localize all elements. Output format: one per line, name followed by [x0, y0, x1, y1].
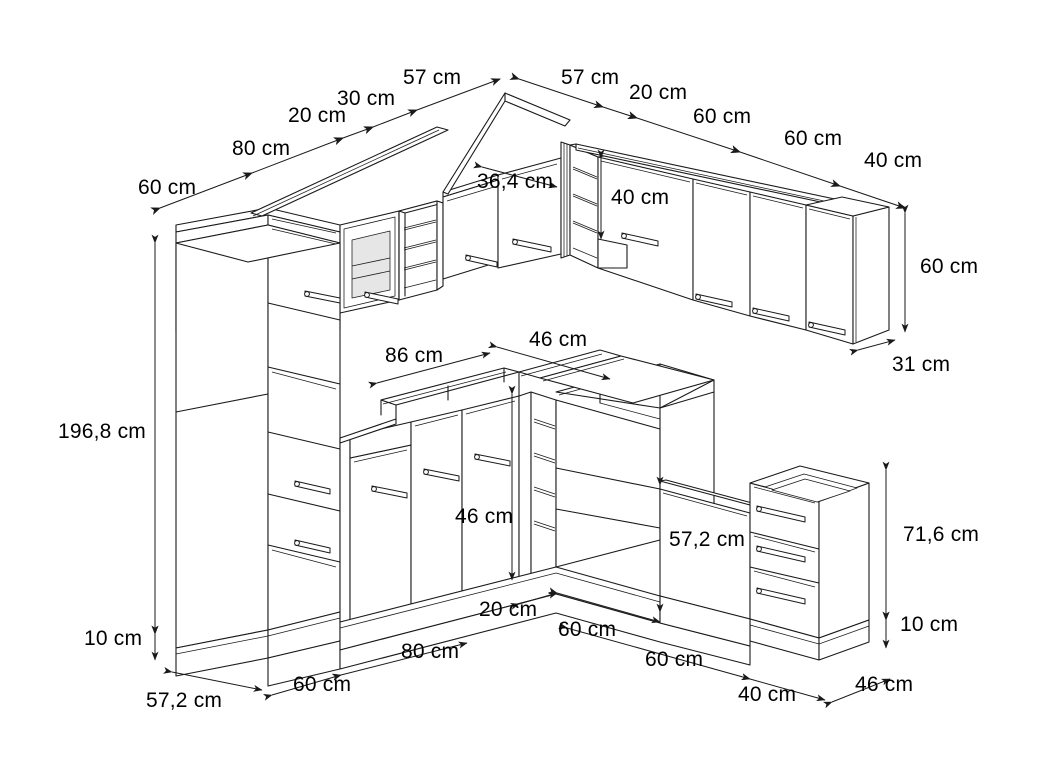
dim-tall-unit-depth-572: 57,2 cm [146, 689, 223, 712]
dim-open-shelf-height-40: 40 cm [611, 186, 670, 209]
dim-upper-left-20: 20 cm [288, 104, 347, 127]
dim-base-20: 20 cm [479, 598, 538, 621]
upper-cabinet-glass-30 [339, 210, 400, 314]
upper-corner-post [560, 141, 571, 259]
dimension-lines [150, 72, 909, 709]
dim-upper-left-30: 30 cm [337, 87, 396, 110]
upper-cabinet-open-shelf-20 [398, 200, 444, 301]
dim-worktop-46: 46 cm [529, 328, 588, 351]
dim-upper-left-run-80: 80 cm [232, 137, 291, 160]
upper-corner-top [442, 92, 571, 195]
upper-cabinet-right-60-b [692, 178, 751, 317]
dim-upper-right-height-60: 60 cm [920, 255, 979, 278]
dim-plinth-right-10: 10 cm [900, 613, 959, 636]
dim-upper-right-60-b: 60 cm [784, 127, 843, 150]
dim-worktop-86: 86 cm [385, 344, 444, 367]
dim-base-40: 40 cm [738, 683, 797, 706]
dim-upper-right-40: 40 cm [864, 149, 923, 172]
upper-cabinet-right-40 [805, 196, 890, 345]
dim-upper-right-60-a: 60 cm [693, 105, 752, 128]
dim-upper-left-depth-60: 60 cm [138, 176, 197, 199]
upper-cabinet-right-60-a [597, 156, 694, 301]
base-cabinet-80 [410, 395, 520, 607]
dim-plinth-left-10: 10 cm [84, 627, 143, 650]
dim-base-80: 80 cm [401, 640, 460, 663]
dim-drawer-unit-height-716: 71,6 cm [903, 523, 980, 546]
dim-base-60-upper: 60 cm [558, 618, 617, 641]
upper-cabinet-right-60-c [749, 191, 807, 331]
upper-left-top-panel [250, 126, 449, 217]
tall-larder-unit [175, 224, 341, 677]
base-cabinet-60-left [339, 421, 412, 623]
dim-corner-door-width: 36,4 cm [477, 170, 554, 193]
dim-base-depth-46: 46 cm [855, 673, 914, 696]
dim-base-left-60: 60 cm [293, 673, 352, 696]
dim-base-60-lower: 60 cm [645, 648, 704, 671]
dim-corner-base-572: 57,2 cm [669, 528, 746, 551]
dim-base-door-height-46: 46 cm [455, 505, 514, 528]
base-drawer-unit-40 [749, 465, 870, 661]
dim-upper-right-depth-31: 31 cm [892, 353, 951, 376]
dim-upper-right-57: 57 cm [561, 66, 620, 89]
dim-upper-left-57: 57 cm [403, 66, 462, 89]
dim-upper-right-20: 20 cm [629, 81, 688, 104]
base-cabinet-60-centre [659, 479, 757, 620]
dim-tall-unit-height: 196,8 cm [58, 420, 146, 443]
